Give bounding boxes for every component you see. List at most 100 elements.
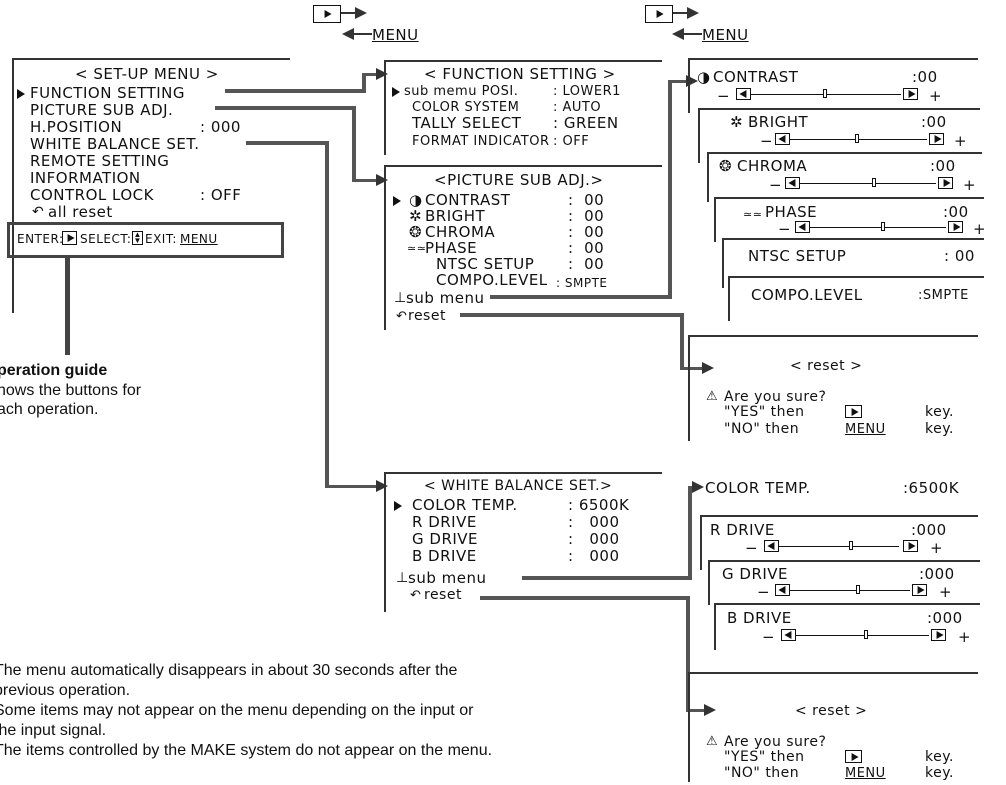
picture-row-label[interactable]: PHASE xyxy=(425,239,478,257)
plus-sign: + xyxy=(929,87,943,105)
setup-item-function-setting[interactable]: FUNCTION SETTING xyxy=(30,84,186,102)
plus-sign: + xyxy=(958,628,972,646)
left-key-icon[interactable] xyxy=(775,133,790,145)
slider-thumb[interactable] xyxy=(881,222,885,231)
reset-yes: "YES" then xyxy=(724,749,805,765)
note-line: Some items may not appear on the menu de… xyxy=(0,702,474,719)
function-row-label[interactable]: TALLY SELECT xyxy=(412,114,522,132)
chroma-icon: ❂ xyxy=(719,157,733,175)
panel-label: PHASE xyxy=(765,203,818,221)
panel-label: COLOR TEMP. xyxy=(705,479,811,497)
reset-no: "NO" then xyxy=(724,765,800,781)
picture-row-label[interactable]: CHROMA xyxy=(425,223,496,241)
picture-sub-menu[interactable]: sub menu xyxy=(406,289,485,307)
warning-icon: ⚠ xyxy=(706,734,719,749)
panel-value: : 00 xyxy=(944,247,975,265)
right-key-icon[interactable] xyxy=(931,629,946,641)
reset-menu[interactable]: MENU xyxy=(845,766,886,781)
slider-thumb[interactable] xyxy=(856,585,860,594)
function-row-value: : OFF xyxy=(553,134,590,149)
setup-item-information[interactable]: INFORMATION xyxy=(30,169,141,187)
picture-reset[interactable]: reset xyxy=(408,308,446,324)
minus-sign: − xyxy=(769,176,783,194)
function-row-label[interactable]: COLOR SYSTEM xyxy=(412,100,520,115)
reset-yes-key: key. xyxy=(925,404,954,420)
bright-icon: ✲ xyxy=(409,207,423,225)
picture-row-value: : SMPTE xyxy=(556,276,608,290)
right-key-icon[interactable] xyxy=(912,584,927,596)
wb-row-label[interactable]: G DRIVE xyxy=(412,530,479,548)
function-row-value: : GREEN xyxy=(553,114,619,132)
picture-row-label[interactable]: CONTRAST xyxy=(425,191,511,209)
setup-item-remote-setting[interactable]: REMOTE SETTING xyxy=(30,152,170,170)
picture-row-label[interactable]: BRIGHT xyxy=(425,207,486,225)
setup-item-h-position[interactable]: H.POSITION xyxy=(30,118,123,136)
pointer-icon xyxy=(392,87,400,97)
function-row-value: : LOWER1 xyxy=(553,84,621,99)
left-key-icon[interactable] xyxy=(775,584,790,596)
panel-label: G DRIVE xyxy=(722,565,789,583)
h-position-value: : 000 xyxy=(200,118,241,136)
enter-key-icon xyxy=(62,231,77,245)
left-key-icon[interactable] xyxy=(736,88,751,100)
right-key-icon[interactable] xyxy=(845,405,862,418)
slider-thumb[interactable] xyxy=(872,178,876,187)
operation-guide-line2: ach operation. xyxy=(0,401,99,418)
slider-thumb[interactable] xyxy=(864,630,868,639)
right-key-icon[interactable] xyxy=(929,133,944,145)
plus-sign: + xyxy=(930,539,944,557)
wb-row-label[interactable]: COLOR TEMP. xyxy=(412,496,518,514)
wb-row-label[interactable]: R DRIVE xyxy=(412,513,477,531)
reset-title: < reset > xyxy=(795,703,868,719)
guide-enter-label: ENTER: xyxy=(17,232,64,246)
function-row-label[interactable]: FORMAT INDICATOR xyxy=(412,134,550,149)
right-key-icon[interactable] xyxy=(948,221,963,233)
setup-item-white-balance[interactable]: WHITE BALANCE SET. xyxy=(30,135,200,153)
reset-question: Are you sure? xyxy=(724,734,827,750)
menu-label-right: MENU xyxy=(702,26,749,44)
panel-value: :00 xyxy=(921,113,947,131)
wb-row-label[interactable]: B DRIVE xyxy=(412,547,477,565)
slider-thumb[interactable] xyxy=(855,134,859,143)
reset-menu[interactable]: MENU xyxy=(845,422,886,437)
picture-row-label[interactable]: COMPO.LEVEL xyxy=(436,271,548,289)
function-row-label[interactable]: sub memu POSI. xyxy=(404,84,519,99)
right-key-icon xyxy=(313,5,341,23)
left-key-icon[interactable] xyxy=(795,221,810,233)
bright-icon: ✲ xyxy=(730,113,744,131)
picture-row-label[interactable]: NTSC SETUP xyxy=(436,255,535,273)
setup-item-all-reset[interactable]: all reset xyxy=(48,203,113,221)
slider-thumb[interactable] xyxy=(823,89,827,98)
right-key-icon[interactable] xyxy=(903,540,918,552)
chroma-icon: ❂ xyxy=(409,223,423,241)
right-key-icon[interactable] xyxy=(845,750,862,763)
setup-item-control-lock[interactable]: CONTROL LOCK xyxy=(30,186,154,204)
warning-icon: ⚠ xyxy=(706,389,719,404)
contrast-icon: ◑ xyxy=(409,191,423,209)
panel-label: COMPO.LEVEL xyxy=(751,286,863,304)
right-key-icon[interactable] xyxy=(903,88,918,100)
panel-value: :6500K xyxy=(903,479,960,497)
guide-menu-label: MENU xyxy=(180,232,218,246)
plus-sign: + xyxy=(939,583,953,601)
picture-row-value: : 00 xyxy=(568,191,605,209)
minus-sign: − xyxy=(762,628,776,646)
note-line: previous operation. xyxy=(0,682,131,699)
left-key-icon[interactable] xyxy=(764,540,779,552)
reset-yes-key: key. xyxy=(925,749,954,765)
panel-value: :000 xyxy=(927,609,963,627)
left-key-icon[interactable] xyxy=(785,177,800,189)
minus-sign: − xyxy=(745,539,759,557)
right-key-icon[interactable] xyxy=(938,177,953,189)
plus-sign: + xyxy=(954,132,968,150)
setup-item-picture-sub-adj[interactable]: PICTURE SUB ADJ. xyxy=(30,101,174,119)
slider-thumb[interactable] xyxy=(849,541,853,550)
picture-row-value: : 00 xyxy=(568,223,605,241)
picture-row-value: : 00 xyxy=(568,255,605,273)
panel-label: B DRIVE xyxy=(727,609,792,627)
left-key-icon[interactable] xyxy=(781,629,796,641)
wb-sub-menu[interactable]: sub menu xyxy=(408,569,487,587)
wb-reset[interactable]: reset xyxy=(424,587,462,603)
pointer-icon xyxy=(17,89,25,99)
panel-label: BRIGHT xyxy=(748,113,809,131)
